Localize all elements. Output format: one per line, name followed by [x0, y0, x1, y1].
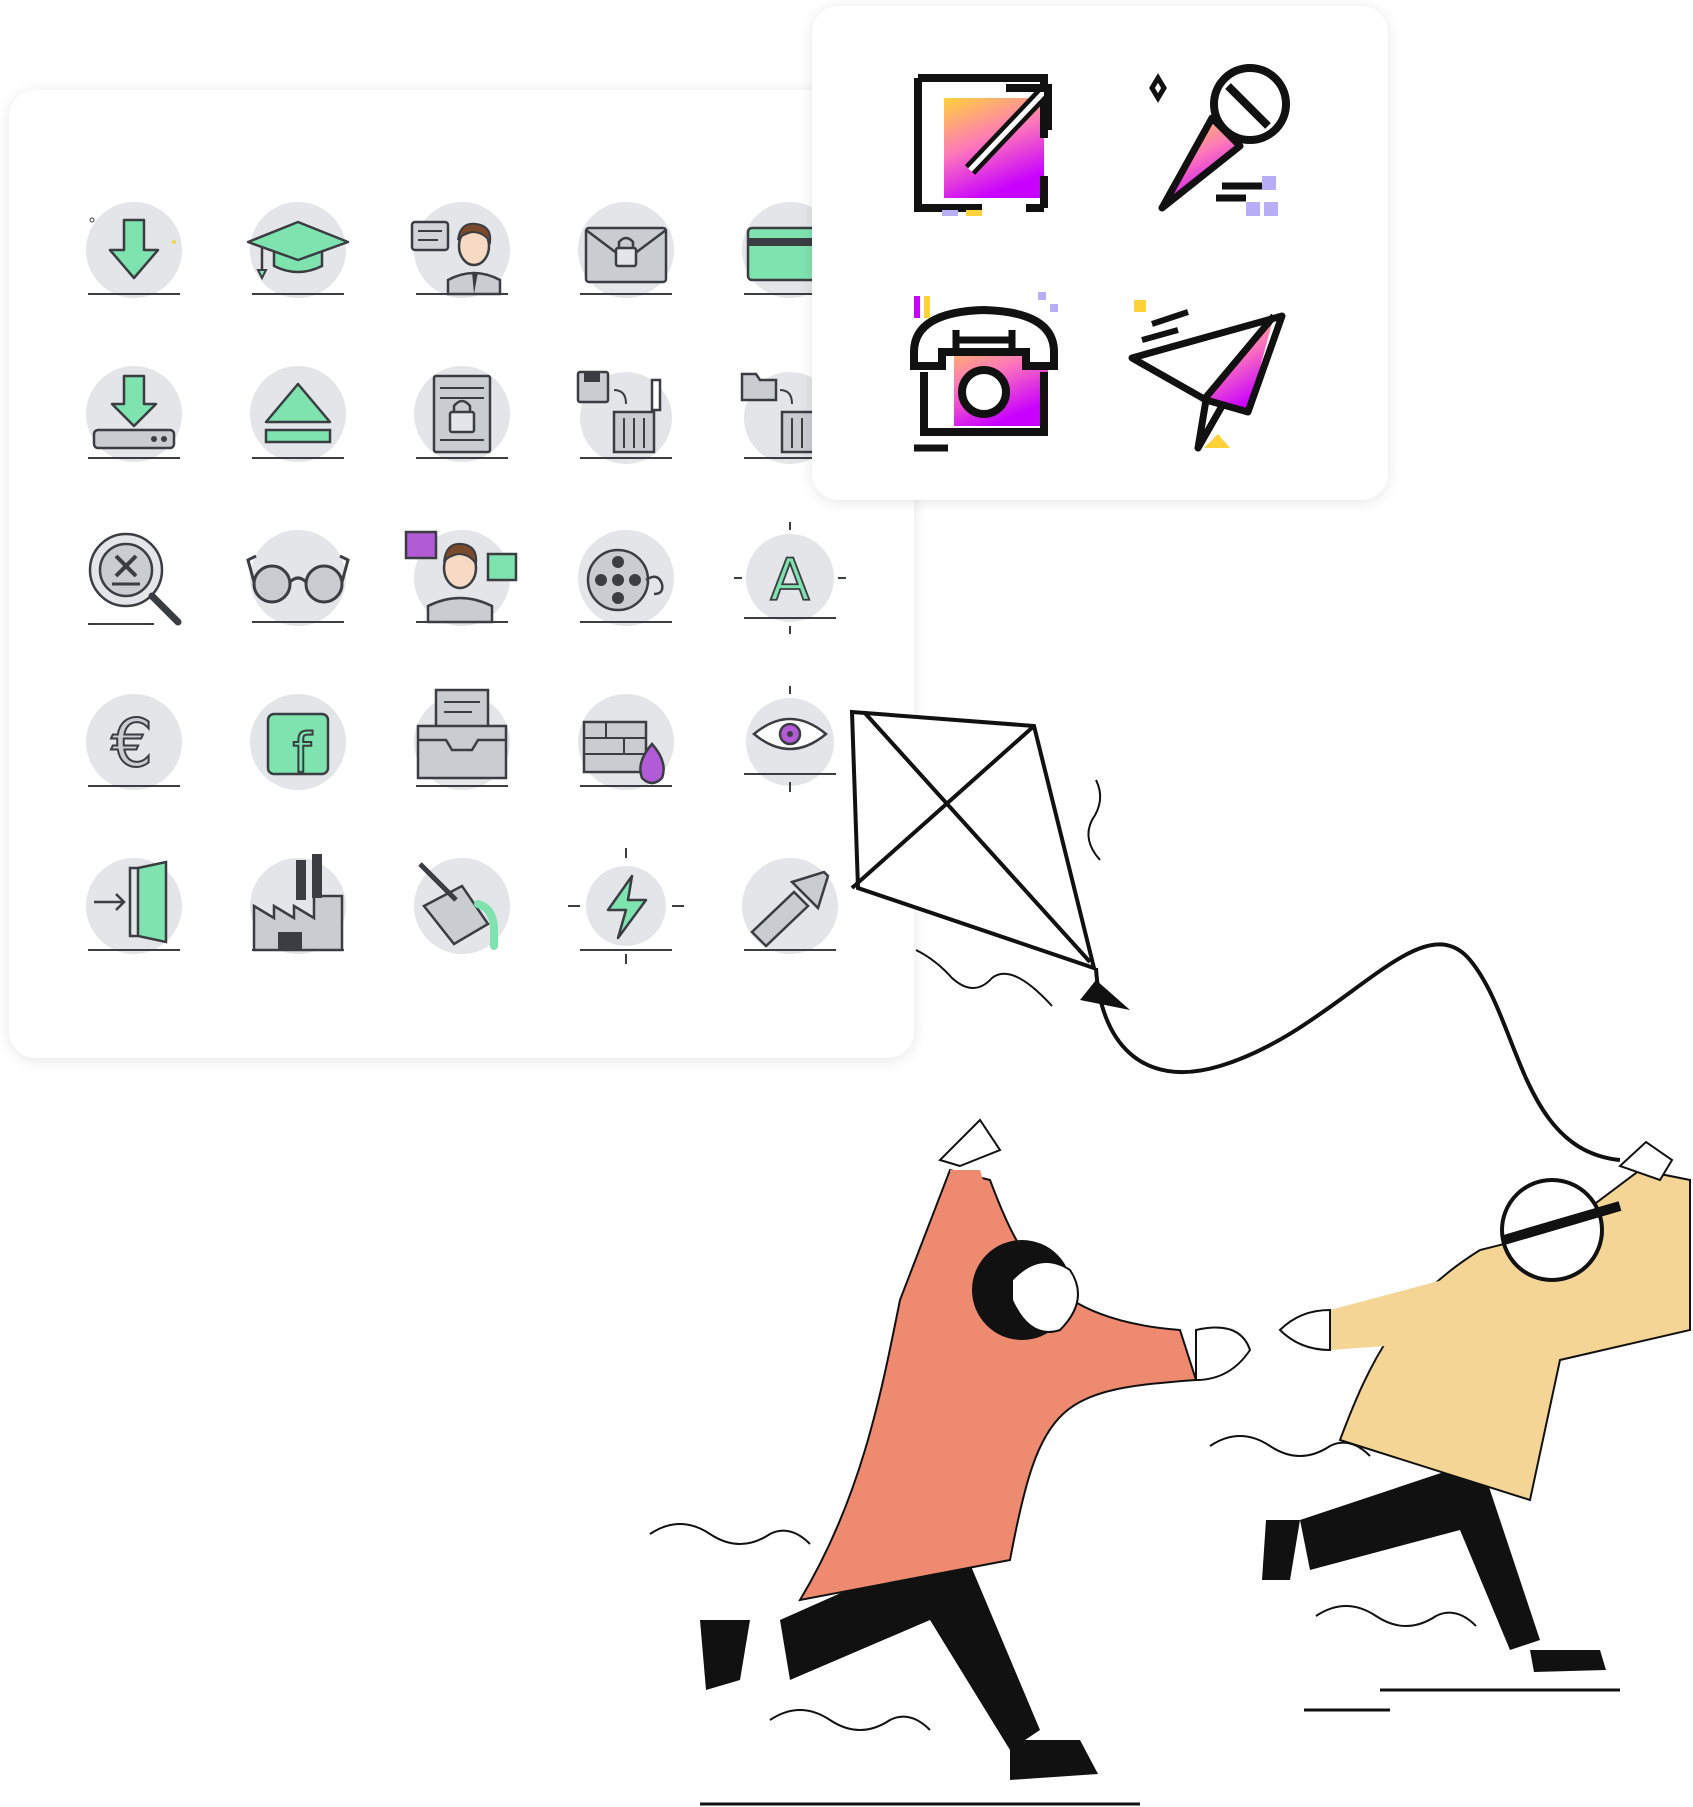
font-letter-glyph: A — [770, 546, 810, 614]
kid-right-running — [1209, 1140, 1691, 1712]
euro-icon: € — [86, 694, 182, 790]
enter-door-icon — [86, 858, 182, 954]
search-clear-icon — [88, 532, 182, 626]
paper-plane-icon — [1128, 300, 1286, 452]
facebook-icon: f — [250, 694, 346, 790]
microphone-icon — [1149, 64, 1290, 216]
gradient-icon-panel — [812, 6, 1388, 500]
floppy-trash-icon — [576, 370, 672, 464]
font-letter-icon: A — [734, 522, 846, 634]
energy-bolt-icon — [568, 848, 684, 964]
firewall-icon — [578, 694, 674, 790]
telephone-icon — [910, 292, 1058, 452]
kite-illustration — [849, 709, 1621, 1162]
factory-icon — [250, 854, 346, 954]
folder-document-icon — [414, 688, 510, 790]
facebook-glyph: f — [292, 722, 313, 785]
eye-icon — [744, 686, 836, 792]
flashlight-icon — [742, 858, 838, 954]
download-arrow-icon — [86, 202, 182, 298]
expand-arrow-icon — [914, 74, 1052, 216]
paint-bucket-icon — [414, 858, 510, 954]
eject-icon — [250, 366, 346, 462]
businessman-chat-icon — [410, 202, 510, 298]
kid-left-running — [649, 1118, 1252, 1806]
feedback-person-icon — [404, 530, 518, 626]
glasses-icon — [246, 530, 350, 626]
film-reel-icon — [578, 530, 674, 626]
graduation-cap-icon — [246, 202, 350, 298]
euro-glyph: € — [111, 705, 153, 782]
download-drive-icon — [86, 366, 182, 462]
locked-mail-icon — [578, 202, 674, 298]
icon-set-panel: A € f — [9, 90, 914, 1058]
server-lock-icon — [414, 366, 510, 462]
